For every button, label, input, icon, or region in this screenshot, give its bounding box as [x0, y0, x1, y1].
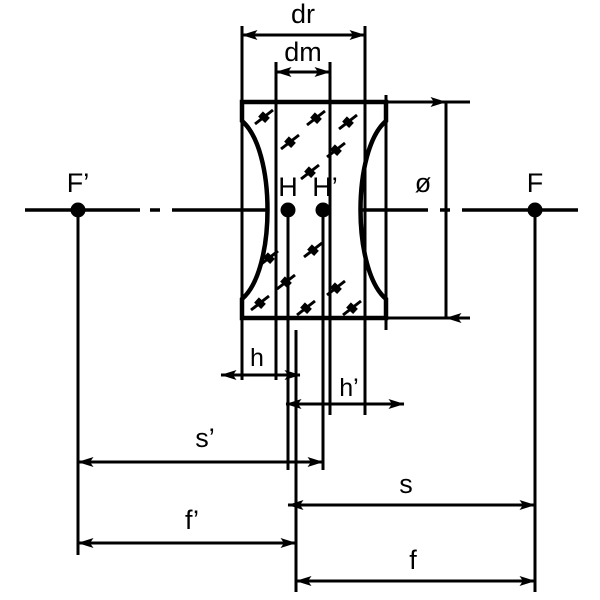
dimension-s-prime: s’ — [77, 423, 324, 467]
label-h: h — [250, 344, 264, 372]
label-f: f — [409, 545, 417, 575]
dimension-h-prime: h’ — [285, 374, 405, 409]
dimension-s: s — [287, 469, 536, 510]
label-F: F — [527, 168, 544, 198]
dimension-dr: dr — [241, 0, 366, 40]
label-s: s — [399, 469, 413, 499]
dimension-dm: dm — [275, 37, 331, 77]
dimension-diameter: ø — [386, 97, 470, 323]
principal-point-H-prime: H’ — [312, 172, 338, 218]
label-f-prime: f’ — [185, 505, 199, 535]
dimension-f-prime: f’ — [77, 505, 297, 548]
label-diameter: ø — [415, 168, 432, 198]
principal-point-H: H — [278, 172, 298, 218]
label-dm: dm — [284, 37, 322, 67]
label-H-prime: H’ — [312, 172, 338, 202]
label-H: H — [278, 172, 298, 202]
focal-point-right: F — [527, 168, 544, 218]
label-s-prime: s’ — [195, 423, 215, 453]
dimension-h: h — [220, 344, 301, 380]
label-F-prime: F’ — [67, 168, 90, 198]
label-h-prime: h’ — [339, 374, 358, 402]
label-dr: dr — [291, 0, 315, 29]
dimension-f: f — [295, 545, 536, 586]
focal-point-left: F’ — [67, 168, 90, 218]
